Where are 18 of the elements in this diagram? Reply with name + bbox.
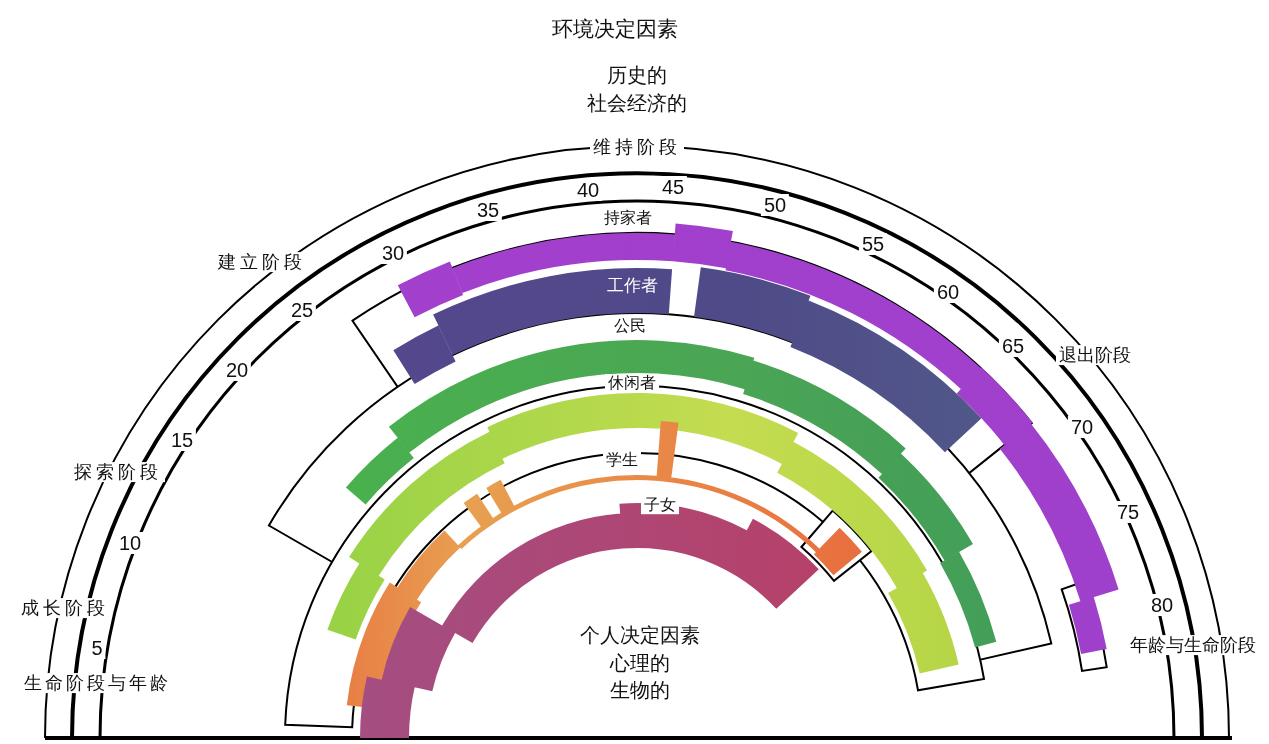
age-number: 50 <box>760 194 790 216</box>
role-label: 持家者 <box>601 209 655 227</box>
stage-label: 退出阶段 <box>1056 345 1134 365</box>
role-label: 休闲者 <box>605 374 659 392</box>
axis-label: 年龄与生命阶段 <box>1127 635 1259 655</box>
stage-label: 维持阶段 <box>590 137 684 157</box>
factor-label: 生物的 <box>610 679 670 701</box>
factor-label: 个人决定因素 <box>580 624 700 646</box>
factor-label: 历史的 <box>607 64 667 86</box>
role-label: 工作者 <box>606 275 658 295</box>
role-label: 子女 <box>641 496 679 514</box>
factor-label: 社会经济的 <box>587 92 687 114</box>
title: 环境决定因素 <box>552 18 678 42</box>
stage-label: 探索阶段 <box>71 462 165 482</box>
role-label: 学生 <box>603 451 641 469</box>
age-number: 55 <box>858 233 888 255</box>
factor-label: 心理的 <box>610 652 670 674</box>
age-number: 35 <box>473 199 503 221</box>
